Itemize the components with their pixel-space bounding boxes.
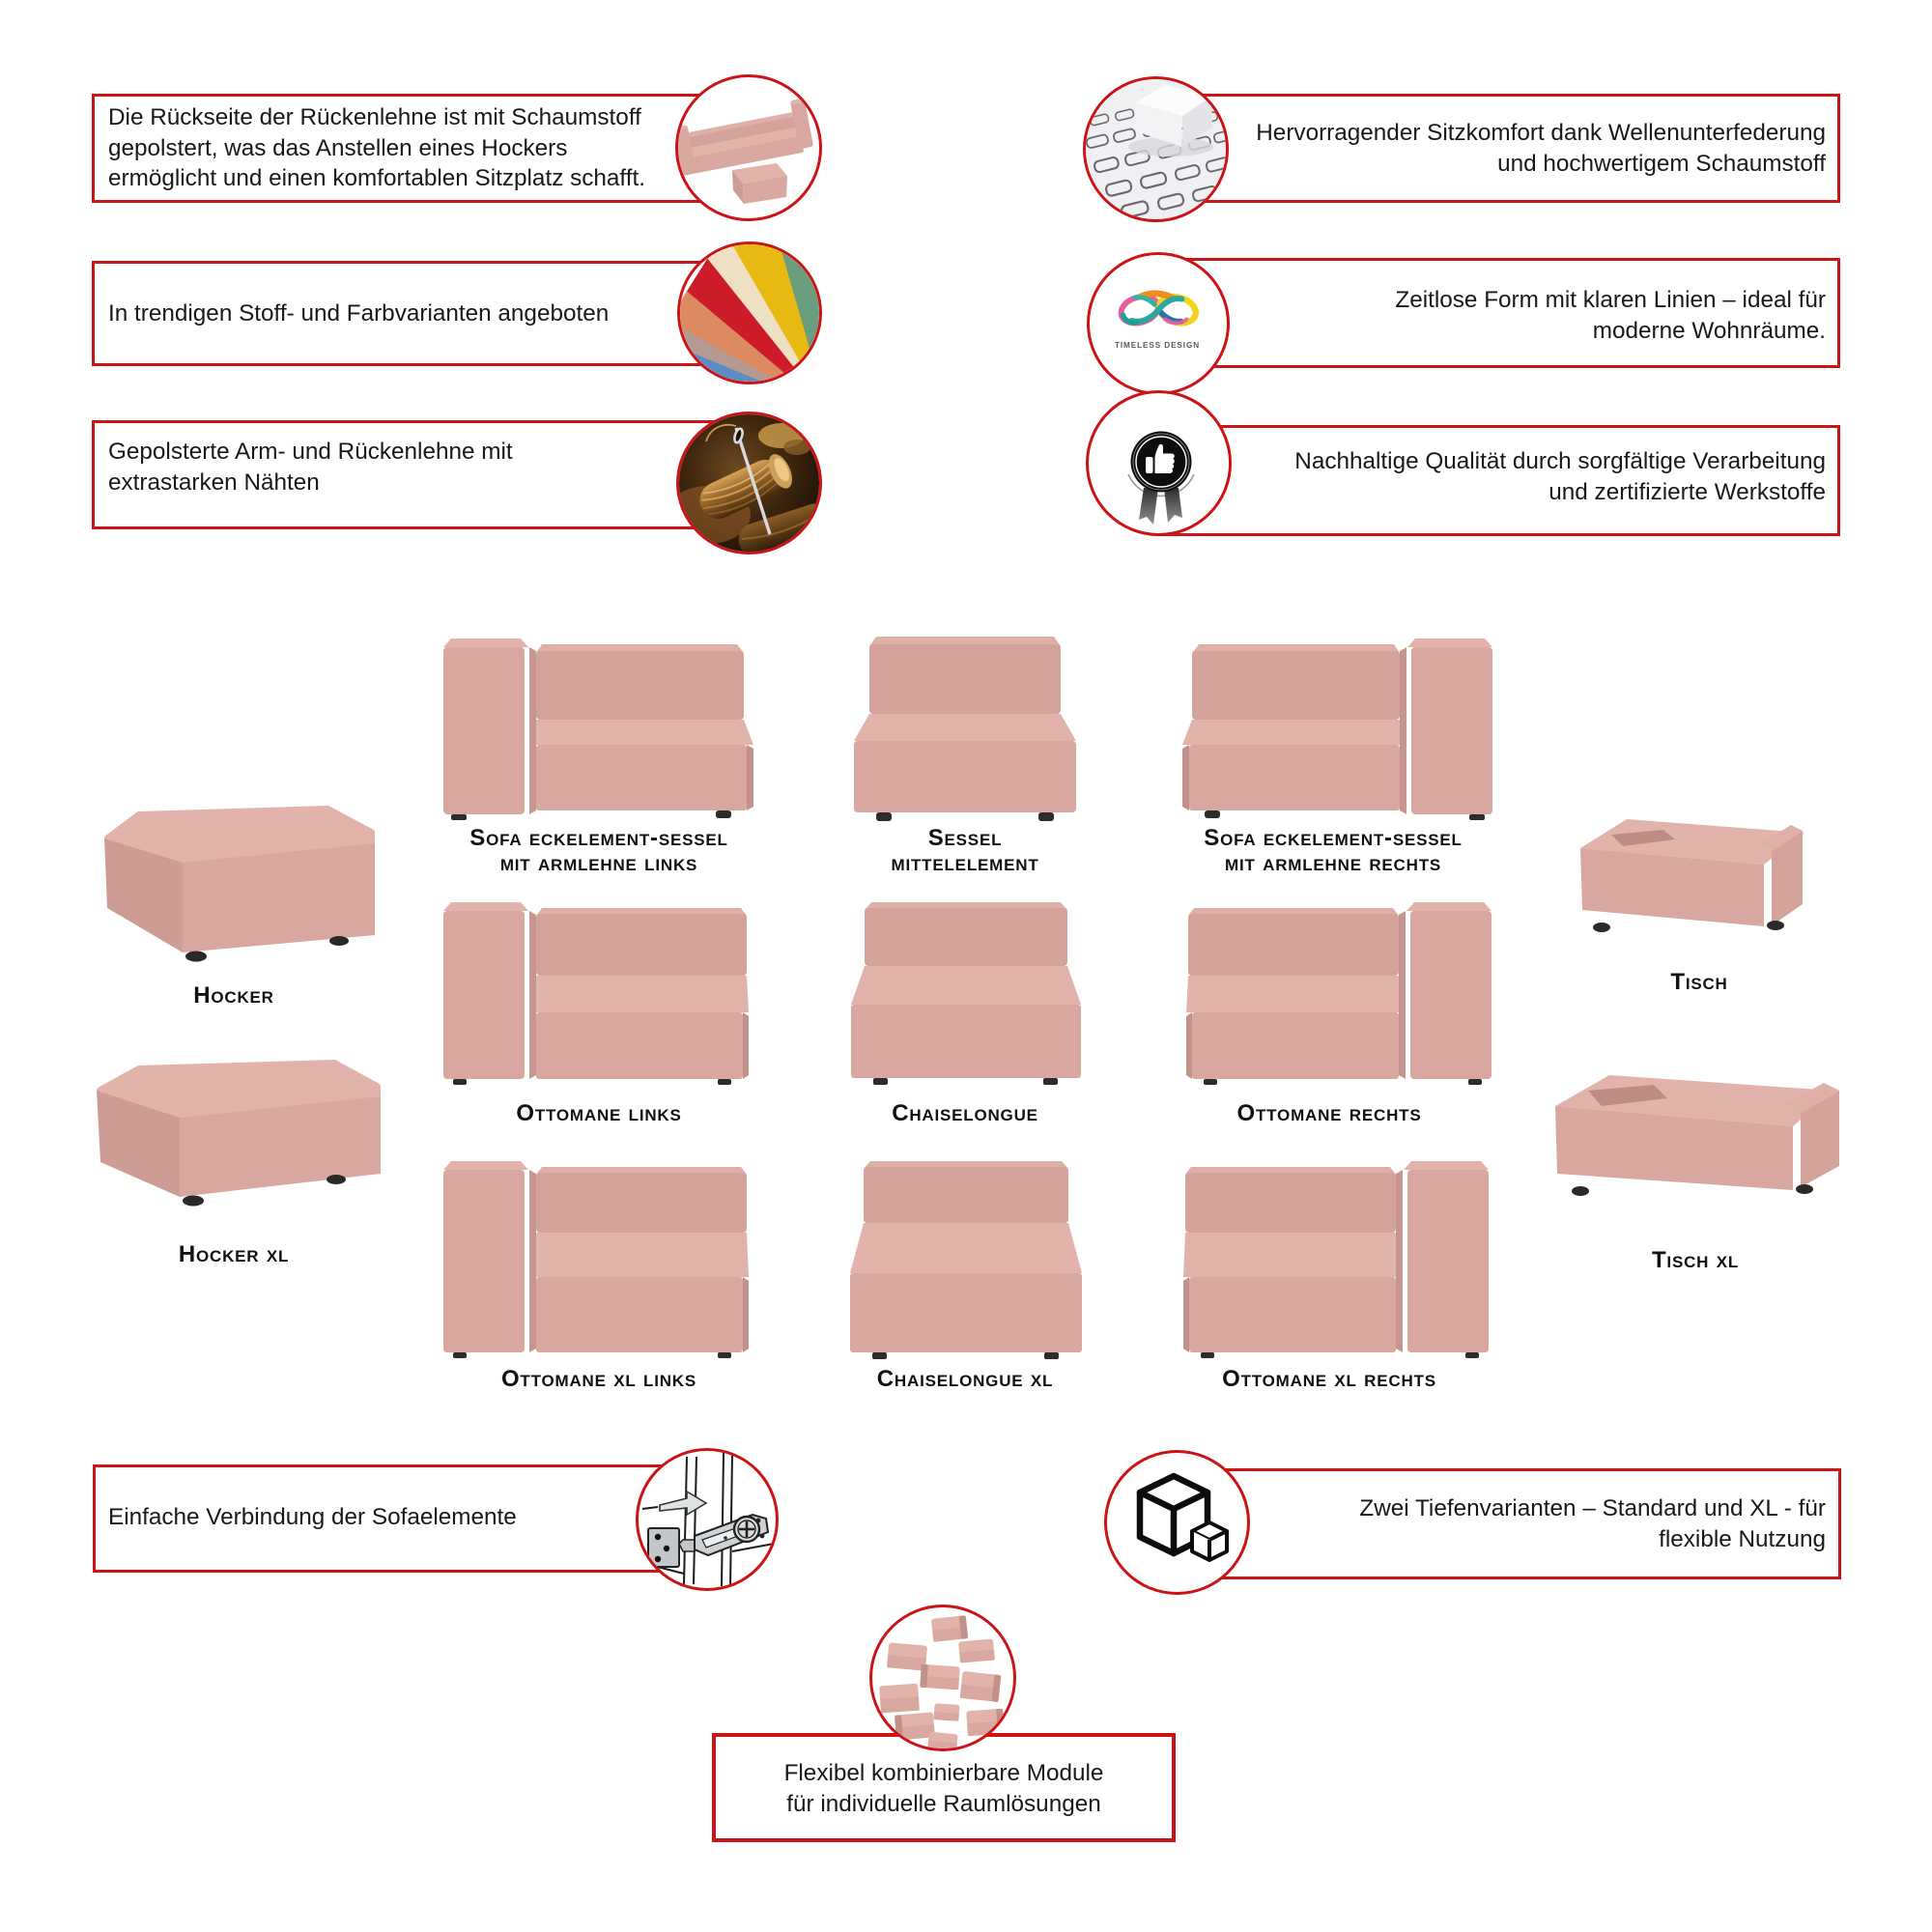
svg-text:TIMELESS DESIGN: TIMELESS DESIGN <box>1115 341 1200 350</box>
